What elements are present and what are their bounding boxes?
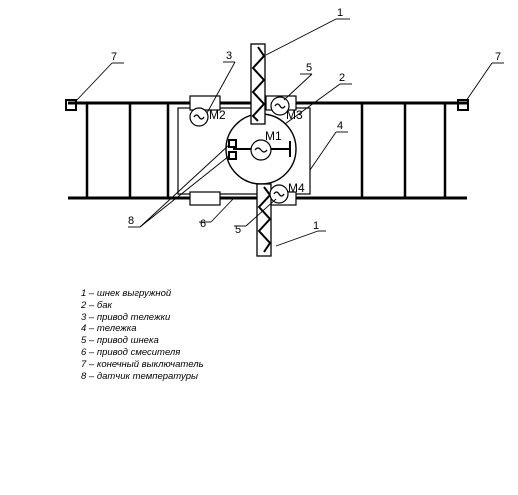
temperature-sensor-1 — [228, 139, 237, 148]
legend-item: 6 – привод смесителя — [81, 346, 181, 358]
callout-1-top: 1 — [337, 7, 343, 19]
legend-item: 3 – привод тележки — [81, 311, 171, 323]
temperature-sensor-2 — [228, 151, 237, 160]
auger-bottom — [256, 183, 272, 257]
callout-8: 8 — [128, 215, 134, 227]
motor-m4-symbol — [269, 184, 289, 204]
limit-switch-right — [457, 99, 469, 111]
auger-top — [250, 43, 266, 125]
motor-m1-label: M1 — [265, 129, 282, 143]
legend-item: 8 – датчик температуры — [81, 370, 199, 382]
motor-m3-symbol — [270, 96, 290, 116]
callout-5-bottom: 5 — [235, 224, 241, 236]
motor-m2-symbol — [189, 107, 209, 127]
legend: 1 – шнек выгружной 2 – бак 3 – привод те… — [81, 288, 204, 382]
motor-m1-symbol — [250, 139, 272, 161]
motor-m4-label: M4 — [288, 181, 305, 195]
callout-7-right: 7 — [495, 51, 501, 63]
legend-item: 4 – тележка — [81, 323, 137, 335]
legend-item: 7 – конечный выключатель — [81, 358, 204, 370]
callout-5-top: 5 — [306, 62, 312, 74]
callout-3: 3 — [226, 50, 232, 62]
limit-switch-left — [65, 99, 77, 111]
rail-sleepers — [85, 103, 447, 198]
callout-1-bottom: 1 — [313, 220, 319, 232]
legend-item: 5 – привод шнека — [81, 335, 159, 347]
motor-m2-label: M2 — [209, 108, 226, 122]
callout-4: 4 — [337, 120, 343, 132]
legend-item: 1 – шнек выгружной — [81, 288, 172, 299]
callout-2: 2 — [339, 72, 345, 84]
motor-m3-label: M3 — [286, 108, 303, 122]
legend-item: 2 – бак — [81, 299, 112, 311]
callout-6: 6 — [200, 218, 206, 230]
callout-7-left: 7 — [111, 51, 117, 63]
leader-lines — [75, 18, 504, 247]
